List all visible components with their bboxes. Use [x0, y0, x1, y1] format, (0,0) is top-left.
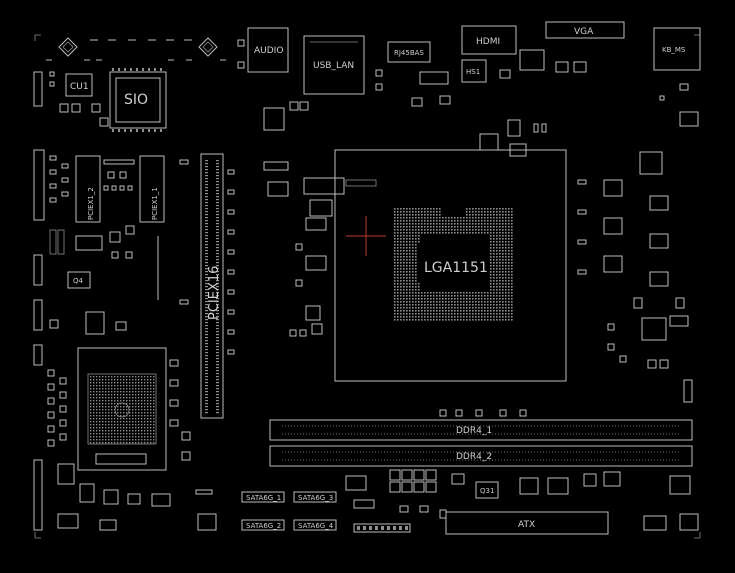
pcie-x16-side-pads [179, 159, 235, 355]
ddr4-side-pads [439, 409, 527, 417]
vga-connector: VGA [545, 21, 625, 39]
ddr4-1-label: DDR4_1 [456, 426, 492, 436]
audio-label: AUDIO [254, 46, 283, 56]
bottom-pads [57, 463, 699, 531]
cpu-socket: LGA1151 [334, 149, 567, 382]
q4-area: Q4 [49, 225, 159, 335]
pcie-x1-2-label: PCIEX1_2 [87, 187, 95, 220]
sata-ports: SATA6G_1 SATA6G_3 SATA6G_2 SATA6G_4 [241, 491, 337, 531]
bottom-header-strip [353, 523, 411, 533]
q4-label: Q4 [73, 277, 84, 285]
usb-header-small: RJ45BAS [387, 41, 431, 63]
hs1-heatsink: HS1 [461, 59, 487, 83]
vrm-left-parts [263, 161, 345, 337]
kb-ms-connector: KB_MS [653, 27, 701, 71]
cu1-chip: CU1 [65, 73, 93, 97]
sio-label: SIO [124, 92, 148, 108]
pch-chip [77, 347, 167, 471]
hs1-label: HS1 [466, 68, 480, 76]
top-left-pads [46, 37, 226, 61]
sio-chip: SIO [109, 68, 167, 132]
hdmi-connector: HDMI [461, 25, 517, 55]
cpu-socket-label: LGA1151 [424, 260, 488, 276]
q31-chip: Q31 [475, 481, 499, 499]
vga-label: VGA [574, 27, 594, 37]
cpu-crosshair [346, 216, 386, 256]
pcie-x1-1-label: PCIEX1_1 [151, 187, 159, 220]
q31-label: Q31 [480, 487, 494, 495]
atx-label: ATX [518, 520, 535, 530]
ddr4-slot-1: DDR4_1 [269, 419, 693, 441]
pcie-x16-slot: PCIEX16 [200, 153, 224, 419]
atx-connector: ATX [445, 511, 609, 535]
vrm-right-parts [577, 151, 693, 403]
usb-lan-label: USB_LAN [313, 61, 354, 71]
kb-ms-label: KB_MS [662, 46, 686, 54]
usb-lan-connector: USB_LAN [303, 35, 365, 95]
sata6g-2-label: SATA6G_2 [246, 522, 281, 530]
audio-connector: AUDIO [247, 27, 289, 73]
ddr4-2-label: DDR4_2 [456, 452, 492, 462]
sata6g-3-label: SATA6G_3 [298, 494, 333, 502]
svg-text:RJ45BAS: RJ45BAS [394, 49, 424, 57]
hdmi-label: HDMI [476, 37, 500, 47]
sata6g-1-label: SATA6G_1 [246, 494, 281, 502]
pcie-x1-2-slot: PCIEX1_2 [75, 155, 101, 223]
left-edge-parts [33, 71, 109, 531]
pch-surround-pads [47, 359, 191, 461]
cu1-label: CU1 [70, 82, 89, 92]
pcie-x1-area-pads [49, 155, 135, 203]
ddr4-slot-2: DDR4_2 [269, 445, 693, 467]
pch-ball-grid [90, 376, 155, 444]
sata6g-4-label: SATA6G_4 [298, 522, 334, 530]
pcie-x16-label: PCIEX16 [207, 266, 222, 320]
pcie-x1-1-slot: PCIEX1_1 [139, 155, 165, 223]
